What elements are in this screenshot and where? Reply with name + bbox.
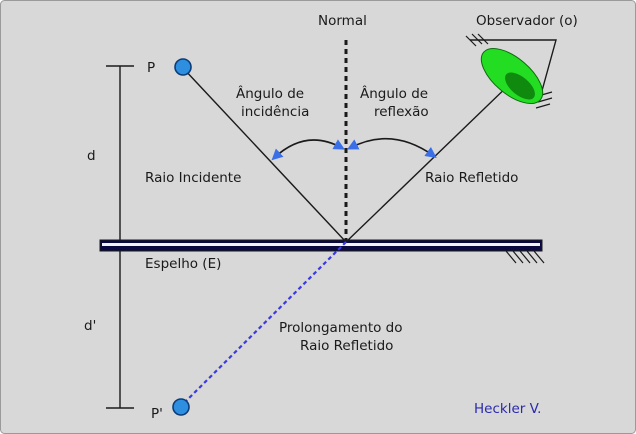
mirror (99, 239, 545, 264)
point-p (174, 58, 192, 76)
normal-label: Normal (318, 13, 367, 29)
incidence-angle-label-line1: Ângulo de (236, 84, 304, 102)
observer-eye-icon (465, 33, 557, 109)
reflected-ray (345, 79, 515, 243)
observer-label: Observador (o) (476, 13, 578, 29)
extension-label-line1: Prolongamento do (279, 320, 403, 336)
incident-ray (182, 67, 347, 243)
distance-d-prime-label: d' (84, 318, 96, 334)
reflection-angle-label-line2: reflexão (374, 104, 429, 120)
point-p-label: P (147, 60, 155, 76)
incidence-angle-arc (271, 139, 345, 161)
mirror-hatch (505, 250, 545, 264)
point-p-prime-label: P' (151, 406, 163, 422)
incidence-angle-label-line2: incidência (241, 104, 309, 120)
author-credit: Heckler V. (474, 401, 541, 417)
point-p-prime (172, 398, 190, 416)
reflected-ray-label: Raio Refletido (425, 170, 518, 186)
distance-d-label: d (87, 148, 96, 164)
reflection-angle-arc (347, 137, 437, 158)
incident-ray-label: Raio Incidente (145, 170, 241, 186)
reflection-angle-label-line1: Ângulo de (360, 84, 428, 102)
extension-label-line2: Raio Refletido (300, 338, 393, 354)
mirror-label: Espelho (E) (145, 256, 221, 272)
reflected-ray-extension (180, 241, 347, 407)
distance-bar (106, 65, 134, 409)
